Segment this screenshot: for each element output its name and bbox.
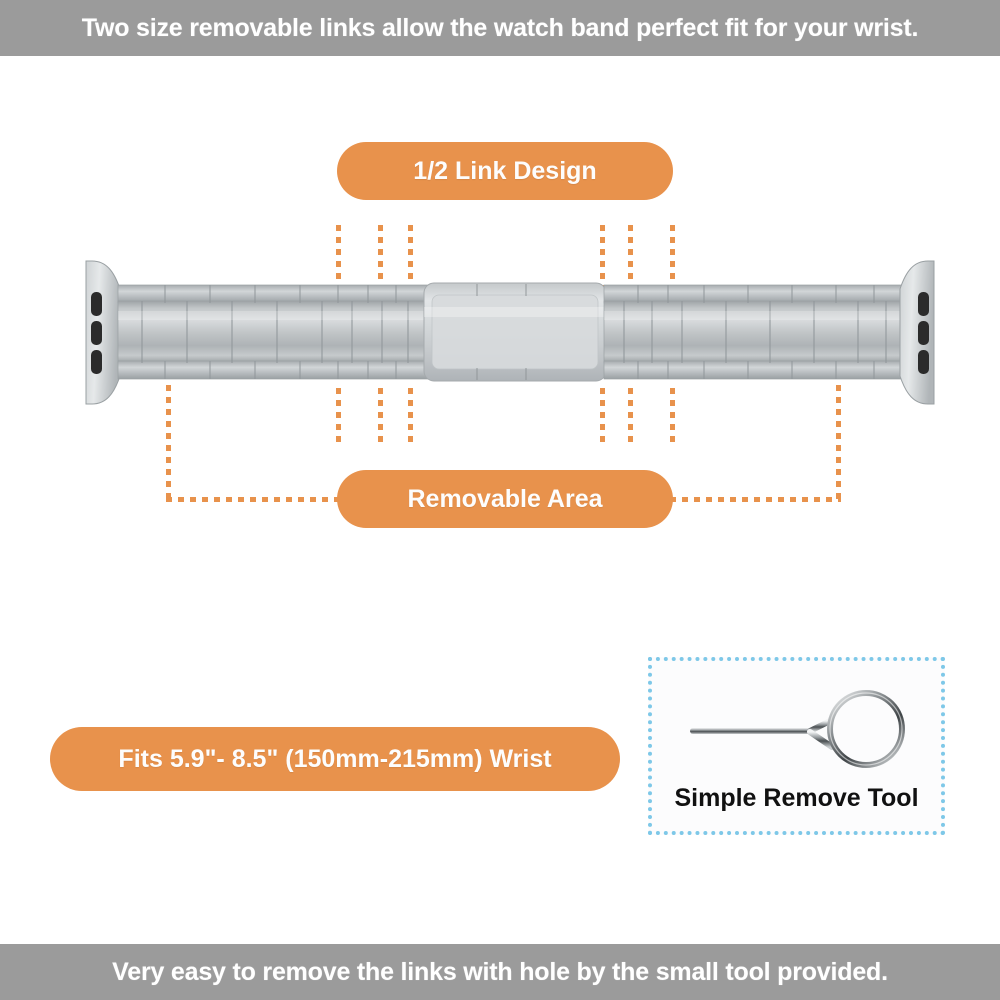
indicator-line-3 [408, 225, 413, 287]
top-banner: Two size removable links allow the watch… [0, 0, 1000, 56]
removable-area-label: Removable Area [407, 484, 603, 513]
indicator-line-5 [628, 225, 633, 287]
indicator-line-1-lower [336, 388, 341, 446]
left-band-links [117, 284, 431, 380]
remove-tool-icon [690, 690, 905, 768]
removable-bracket-right [836, 385, 841, 502]
right-band-links [603, 284, 903, 380]
bottom-banner-text: Very easy to remove the links with hole … [112, 957, 888, 986]
indicator-line-5-lower [628, 388, 633, 446]
indicator-line-2 [378, 225, 383, 287]
fits-wrist-callout: Fits 5.9"- 8.5" (150mm-215mm) Wrist [50, 727, 620, 791]
indicator-line-3-lower [408, 388, 413, 446]
indicator-line-6 [670, 225, 675, 287]
fits-wrist-label: Fits 5.9"- 8.5" (150mm-215mm) Wrist [118, 744, 552, 773]
half-link-design-label: 1/2 Link Design [413, 156, 597, 185]
simple-remove-tool-box: Simple Remove Tool [648, 657, 945, 835]
left-lug [85, 260, 121, 405]
right-lug [899, 260, 935, 405]
half-link-design-callout: 1/2 Link Design [337, 142, 673, 200]
indicator-line-4-lower [600, 388, 605, 446]
bottom-banner: Very easy to remove the links with hole … [0, 944, 1000, 1000]
removable-area-callout: Removable Area [337, 470, 673, 528]
simple-remove-tool-label: Simple Remove Tool [674, 784, 919, 812]
watch-band-illustration [80, 255, 940, 410]
removable-bracket-left [166, 385, 171, 502]
indicator-line-1 [336, 225, 341, 287]
indicator-line-4 [600, 225, 605, 287]
indicator-line-6-lower [670, 388, 675, 446]
top-banner-text: Two size removable links allow the watch… [81, 13, 919, 42]
indicator-line-2-lower [378, 388, 383, 446]
band-clasp [423, 282, 607, 382]
